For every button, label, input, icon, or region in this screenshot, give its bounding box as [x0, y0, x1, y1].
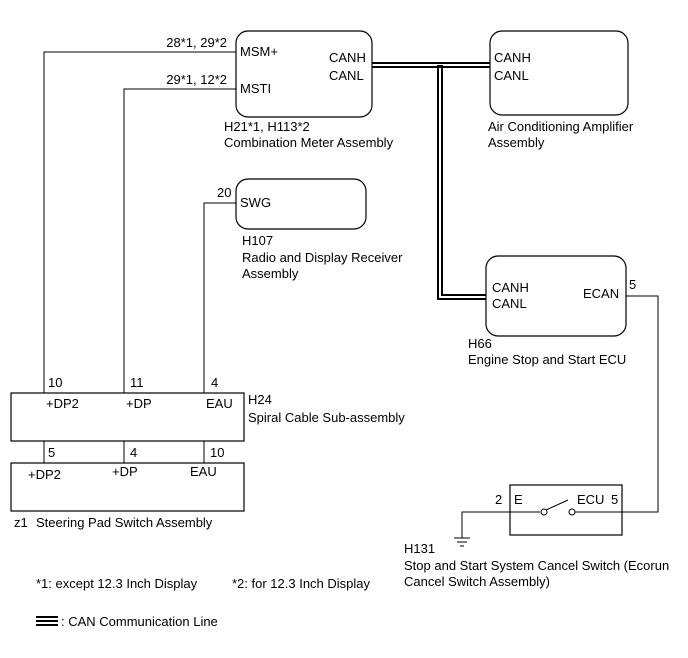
meter-pin-msm: MSM+ [240, 44, 278, 59]
spiral-pin-num: 4 [211, 375, 218, 390]
meter-name: Combination Meter Assembly [224, 135, 394, 150]
engine-ecu: CANH CANL ECAN 5 H66 Engine Stop and Sta… [468, 255, 636, 367]
can-line-branch [437, 65, 488, 300]
spiral-pin-num: 11 [130, 375, 144, 390]
signal-wires [43, 51, 659, 538]
pad-pin-label: +DP [112, 464, 138, 479]
meter-wire-msm: 28*1, 29*2 [166, 35, 227, 50]
pad-pin-label: +DP2 [28, 467, 61, 482]
wire-ecan [622, 295, 659, 513]
ac-box [489, 30, 629, 116]
wire-ground [461, 511, 510, 538]
cancel-pin-e: E [514, 492, 523, 507]
steering-pad-switch: 5 +DP2 4 +DP 10 EAU z1 Steering Pad Swit… [10, 445, 245, 530]
ac-pin-canl: CANL [494, 68, 529, 83]
spiral-pin-label: EAU [206, 396, 233, 411]
radio-box [235, 178, 367, 230]
pad-pin-label: EAU [190, 464, 217, 479]
pad-code: z1 [14, 515, 28, 530]
spiral-pin-label: +DP2 [46, 396, 79, 411]
radio-name-2: Assembly [242, 266, 299, 281]
pad-pin-num: 5 [48, 445, 55, 460]
wire-msti [123, 88, 238, 393]
meter-pin-canl: CANL [329, 68, 364, 83]
note-except: *1: except 12.3 Inch Display [36, 576, 198, 591]
ecu-name: Engine Stop and Start ECU [468, 352, 626, 367]
ecu-wire-ecan: 5 [629, 277, 636, 292]
spiral-code: H24 [248, 392, 272, 407]
can-bus [372, 62, 492, 300]
cancel-wire-e: 2 [495, 492, 502, 507]
ac-name-1: Air Conditioning Amplifier [488, 119, 634, 134]
radio-code: H107 [242, 233, 273, 248]
spiral-pin-label: +DP [126, 396, 152, 411]
meter-wire-msti: 29*1, 12*2 [166, 72, 227, 87]
ac-pin-canh: CANH [494, 50, 531, 65]
can-line-legend-icon [36, 616, 58, 626]
cancel-code: H131 [404, 541, 435, 556]
pad-box [10, 462, 245, 512]
spiral-name: Spiral Cable Sub-assembly [248, 410, 405, 425]
pad-pin-num: 4 [130, 445, 137, 460]
cancel-pin-ecu: ECU [577, 492, 604, 507]
wire-msm [43, 51, 238, 393]
legend-can-line: : CAN Communication Line [61, 614, 218, 629]
radio-receiver: SWG 20 H107 Radio and Display Receiver A… [217, 178, 403, 281]
cancel-switch: E ECU 2 5 H131 Stop and Start System Can… [404, 484, 669, 589]
cancel-wire-ecu: 5 [611, 492, 618, 507]
radio-pin-swg: SWG [240, 195, 271, 210]
ac-amplifier: CANH CANL Air Conditioning Amplifier Ass… [488, 30, 634, 150]
switch-contact-icon [510, 499, 622, 516]
ground-icon [454, 537, 470, 547]
ecu-pin-ecan: ECAN [583, 286, 619, 301]
radio-name-1: Radio and Display Receiver [242, 250, 403, 265]
wire-swg [203, 202, 238, 393]
spiral-box [10, 392, 245, 442]
ecu-box [485, 255, 627, 337]
cancel-box [509, 484, 623, 536]
spiral-cable: 10 +DP2 11 +DP 4 EAU H24 Spiral Cable Su… [10, 375, 405, 442]
meter-pin-msti: MSTI [240, 81, 271, 96]
legend: : CAN Communication Line [36, 614, 218, 629]
cancel-name-2: Cancel Switch Assembly) [404, 574, 550, 589]
cancel-name-1: Stop and Start System Cancel Switch (Eco… [404, 558, 669, 573]
meter-box [235, 30, 373, 118]
ac-name-2: Assembly [488, 135, 545, 150]
pad-pin-num: 10 [210, 445, 224, 460]
ecu-pin-canh: CANH [492, 280, 529, 295]
meter-pin-canh: CANH [329, 50, 366, 65]
ecu-pin-canl: CANL [492, 296, 527, 311]
pad-name: Steering Pad Switch Assembly [36, 515, 213, 530]
radio-wire-swg: 20 [217, 185, 231, 200]
spiral-pin-num: 10 [48, 375, 62, 390]
note-for: *2: for 12.3 Inch Display [232, 576, 371, 591]
ecu-code: H66 [468, 336, 492, 351]
meter-code: H21*1, H113*2 [224, 119, 310, 134]
combination-meter: MSM+ MSTI CANH CANL 28*1, 29*2 29*1, 12*… [166, 30, 394, 150]
